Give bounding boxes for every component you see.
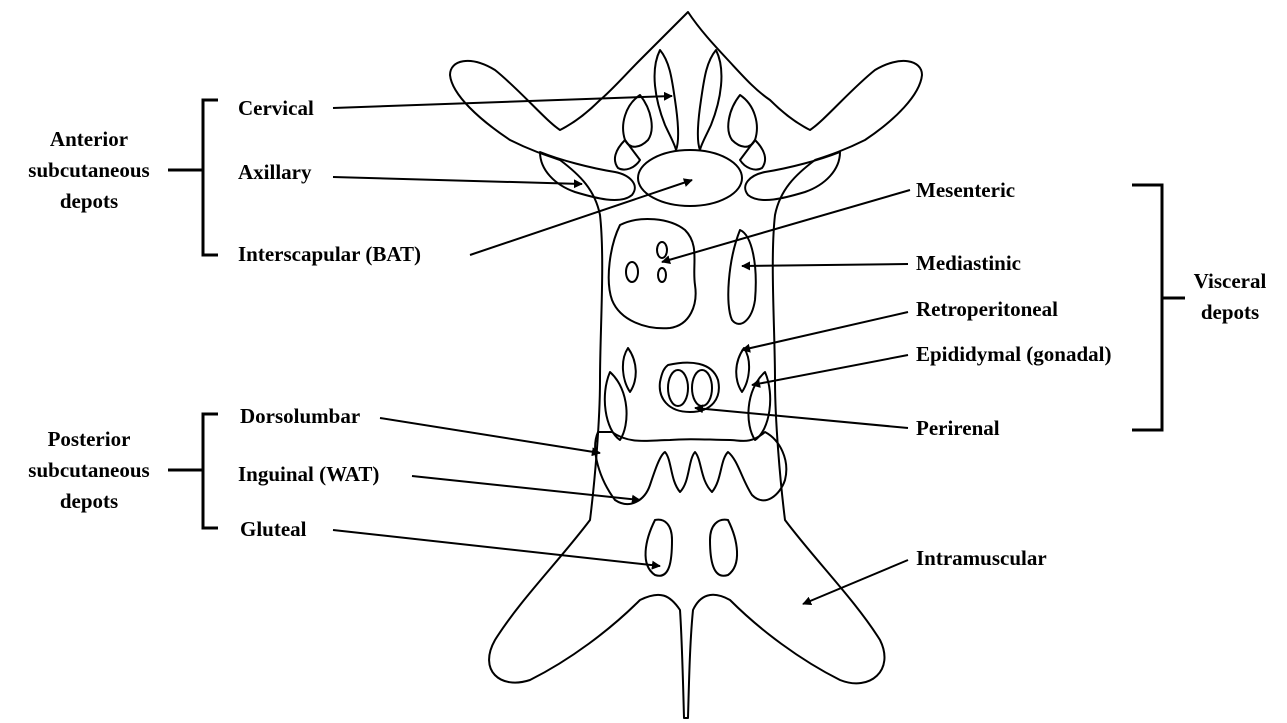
posterior-line-3: depots <box>14 486 164 517</box>
label-inguinal: Inguinal (WAT) <box>238 464 379 485</box>
anterior-group-label: Anterior subcutaneous depots <box>14 124 164 217</box>
label-gluteal: Gluteal <box>240 519 307 540</box>
label-axillary: Axillary <box>238 162 312 183</box>
anterior-line-3: depots <box>14 186 164 217</box>
label-cervical: Cervical <box>238 98 314 119</box>
dorsolumbar-arrow <box>380 418 600 453</box>
anterior-bracket <box>168 100 218 255</box>
visceral-line-1: Visceral <box>1180 266 1280 297</box>
interscapular-shape <box>638 150 742 206</box>
cervical-arrow <box>333 96 672 108</box>
anterior-line-2: subcutaneous <box>14 155 164 186</box>
perirenal-shapes <box>660 363 719 412</box>
label-retroperitoneal: Retroperitoneal <box>916 299 1058 320</box>
posterior-line-1: Posterior <box>14 424 164 455</box>
perirenal-arrow <box>695 408 908 428</box>
cervical-shapes <box>615 50 765 170</box>
label-interscapular: Interscapular (BAT) <box>238 244 421 265</box>
posterior-line-2: subcutaneous <box>14 455 164 486</box>
label-mesenteric: Mesenteric <box>916 180 1015 201</box>
mesenteric-shape <box>609 219 696 328</box>
axillary-arrow <box>333 177 582 184</box>
visceral-bracket <box>1132 185 1185 430</box>
mesenteric-arrow <box>662 190 910 262</box>
label-dorsolumbar: Dorsolumbar <box>240 406 360 427</box>
retroperitoneal-shapes <box>623 348 749 392</box>
label-epididymal: Epididymal (gonadal) <box>916 344 1111 365</box>
visceral-group-label: Visceral depots <box>1180 266 1280 328</box>
anterior-line-1: Anterior <box>14 124 164 155</box>
posterior-bracket <box>168 414 218 528</box>
inguinal-arrow <box>412 476 640 500</box>
mediastinic-arrow <box>742 264 908 266</box>
posterior-group-label: Posterior subcutaneous depots <box>14 424 164 517</box>
label-mediastinic: Mediastinic <box>916 253 1021 274</box>
label-perirenal: Perirenal <box>916 418 1000 439</box>
inguinal-structure <box>595 432 786 576</box>
visceral-line-2: depots <box>1180 297 1280 328</box>
retroperitoneal-arrow <box>742 312 908 350</box>
intramuscular-arrow <box>803 560 908 604</box>
label-intramuscular: Intramuscular <box>916 548 1047 569</box>
gluteal-arrow <box>333 530 660 566</box>
mediastinic-shape <box>728 230 755 324</box>
